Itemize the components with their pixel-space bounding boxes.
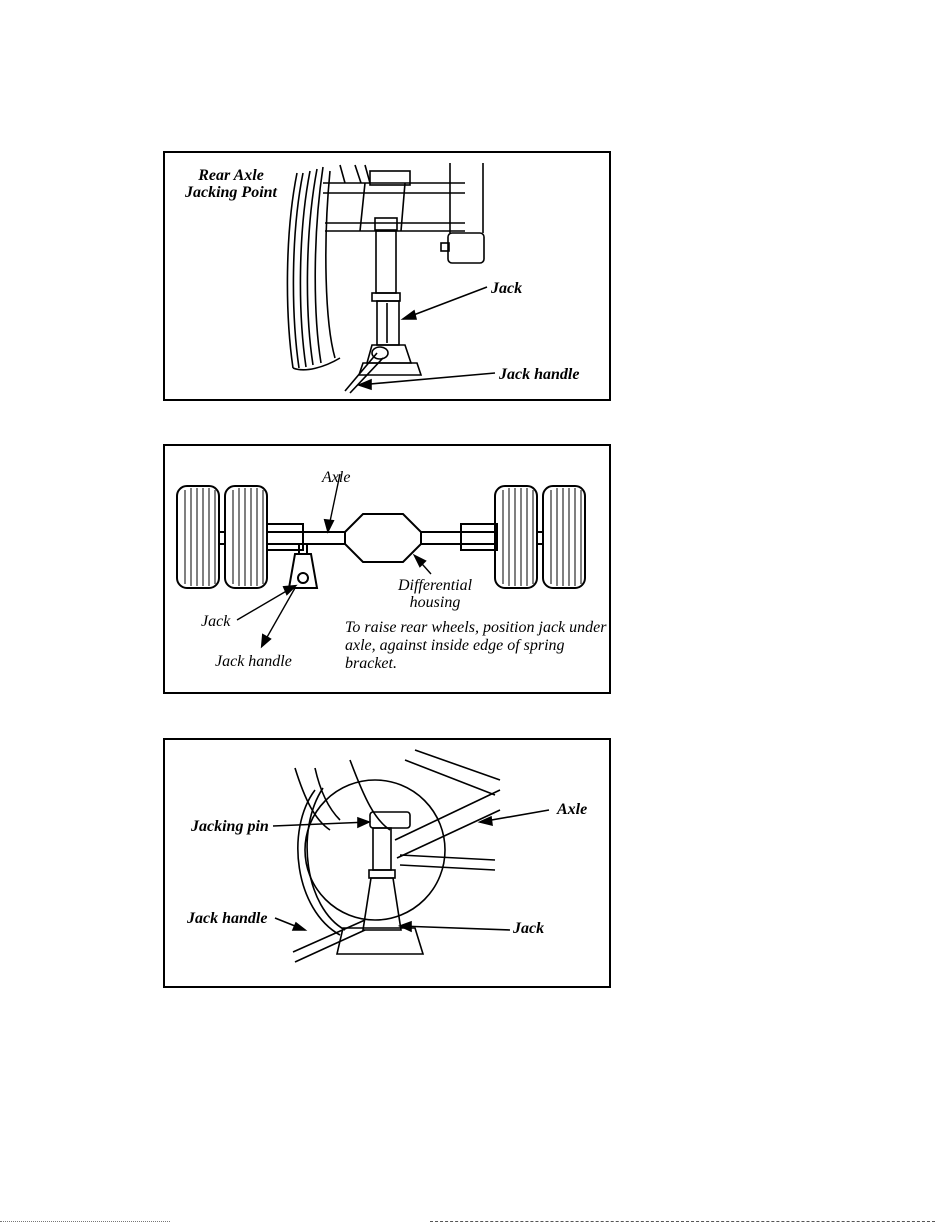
jacking-pin-illustration [165, 740, 609, 986]
jack-label: Jack [513, 920, 544, 937]
jack-label: Jack [201, 613, 230, 630]
rear-axle-jacking-point-panel: Rear Axle Jacking Point Jack Jack handle [163, 151, 611, 401]
page-bottom-rule-left [0, 1221, 170, 1222]
jacking-pin-label: Jacking pin [191, 818, 269, 835]
rear-axle-label: Rear Axle [181, 167, 281, 184]
jack-handle-label: Jack handle [215, 653, 292, 670]
jacking-pin-panel: Jacking pin Axle Jack handle Jack [163, 738, 611, 988]
page-bottom-rule [430, 1221, 935, 1222]
jack-label: Jack [491, 280, 522, 297]
housing-label: housing [385, 594, 485, 611]
axle-diagram-panel: Axle Differential housing Jack Jack hand… [163, 444, 611, 694]
differential-label: Differential [385, 577, 485, 594]
jacking-point-label: Jacking Point [181, 184, 281, 201]
jack-handle-label: Jack handle [187, 910, 267, 927]
instruction-caption: To raise rear wheels, position jack unde… [345, 619, 615, 673]
axle-label: Axle [322, 469, 350, 486]
axle-label: Axle [557, 801, 587, 818]
jack-handle-label: Jack handle [499, 366, 579, 383]
